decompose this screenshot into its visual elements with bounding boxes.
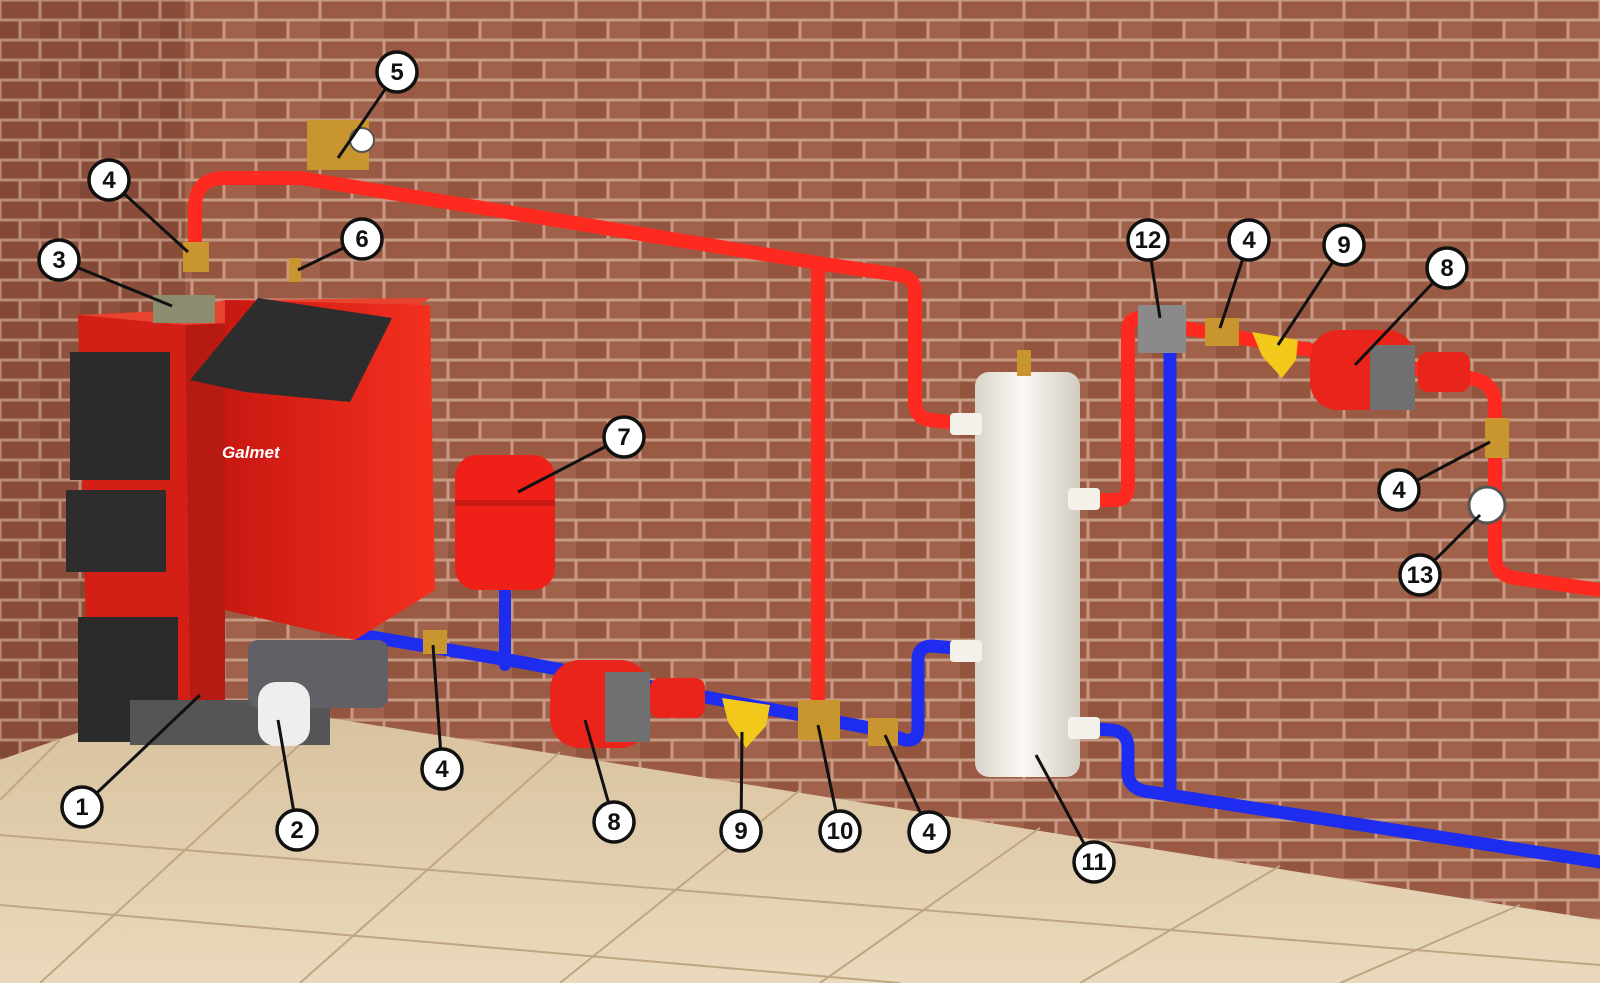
callout-4-number: 4: [102, 167, 116, 194]
callout-13: 13: [1398, 553, 1442, 597]
callout-4-number: 4: [1242, 227, 1256, 254]
callout-4-circuit-a: 4: [1227, 218, 1271, 262]
callout-11-number: 11: [1081, 849, 1106, 876]
hot-outlet-pipe: [1073, 311, 1157, 507]
callout-9-circuit: 9: [1322, 223, 1366, 267]
callout-10-number: 10: [827, 818, 854, 845]
pump-return: [550, 660, 705, 748]
callout-11: 11: [1072, 840, 1116, 884]
temperature-sensor: [153, 295, 215, 323]
callout-4-number: 4: [922, 819, 936, 846]
callout-3-number: 3: [52, 247, 65, 274]
callout-12: 12: [1126, 218, 1170, 262]
cold-outlet-pipe: [1073, 721, 1600, 869]
boiler-side: [185, 300, 225, 715]
callout-3: 3: [37, 238, 81, 282]
boiler-door-middle: [66, 490, 166, 572]
air-vent-valve: [289, 258, 301, 282]
callout-1-number: 1: [75, 794, 88, 821]
cold-return-pipe: [353, 628, 985, 747]
callout-4-number: 4: [1392, 477, 1406, 504]
ball-valve-mixing: [868, 718, 898, 746]
tank-air-vent: [1017, 350, 1031, 376]
callout-7-number: 7: [617, 424, 630, 451]
callout-6-number: 6: [355, 226, 368, 253]
boiler: Galmet: [66, 295, 435, 746]
callout-2-number: 2: [290, 817, 303, 844]
floor: [0, 695, 1600, 983]
burner-fan: [258, 682, 310, 746]
callout-2: 2: [275, 808, 319, 852]
pump-circuit: [1310, 330, 1470, 410]
expansion-vessel: [455, 455, 555, 590]
callout-4-number: 4: [435, 756, 449, 783]
callout-10: 10: [818, 809, 862, 853]
callout-4-mixing: 4: [907, 810, 951, 854]
callout-5-number: 5: [390, 59, 403, 86]
safety-group-gauge: [349, 127, 375, 153]
callout-4-boiler: 4: [87, 158, 131, 202]
callout-8-circuit: 8: [1425, 246, 1469, 290]
callout-8-return: 8: [592, 800, 636, 844]
hot-supply-pipe: [188, 171, 985, 432]
callout-9-return: 9: [719, 809, 763, 853]
boiler-brand-label: Galmet: [222, 443, 281, 462]
pipework: [188, 171, 1600, 869]
callout-12-number: 12: [1135, 227, 1162, 254]
callout-5: 5: [375, 50, 419, 94]
thermometer: [1467, 485, 1507, 525]
callout-9-number: 9: [1337, 232, 1350, 259]
callout-7: 7: [602, 415, 646, 459]
boiler-door-top: [70, 352, 170, 480]
fittings: [183, 120, 1509, 748]
callout-4-circuit-b: 4: [1377, 468, 1421, 512]
callout-1: 1: [60, 785, 104, 829]
callout-8-number: 8: [607, 809, 620, 836]
callout-9-number: 9: [734, 818, 747, 845]
buffer-tank: [950, 350, 1100, 777]
ball-valve-circuit-b: [1485, 418, 1509, 458]
ball-valve-boiler: [183, 242, 209, 272]
callout-4-return: 4: [420, 747, 464, 791]
filter-circuit: [1252, 332, 1298, 378]
hopper-lid: [190, 298, 392, 402]
callout-13-number: 13: [1407, 562, 1434, 589]
filter-return: [722, 698, 770, 748]
callout-6: 6: [340, 217, 384, 261]
callout-8-number: 8: [1440, 255, 1453, 282]
ball-valve-return: [423, 630, 447, 654]
hot-circuit-pipe: [1178, 321, 1600, 597]
thermostatic-valve: [1138, 305, 1186, 353]
